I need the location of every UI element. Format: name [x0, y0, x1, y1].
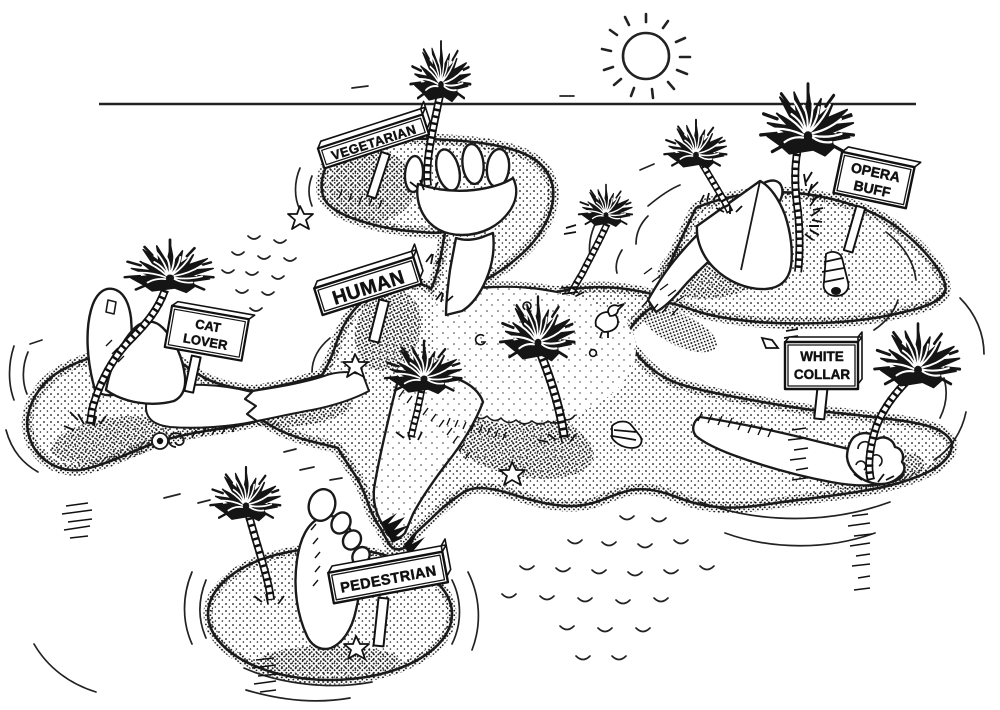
svg-text:CAT: CAT [194, 316, 222, 335]
svg-text:COLLAR: COLLAR [794, 367, 850, 382]
svg-text:WHITE: WHITE [800, 349, 844, 364]
svg-text:BUFF: BUFF [852, 177, 892, 201]
